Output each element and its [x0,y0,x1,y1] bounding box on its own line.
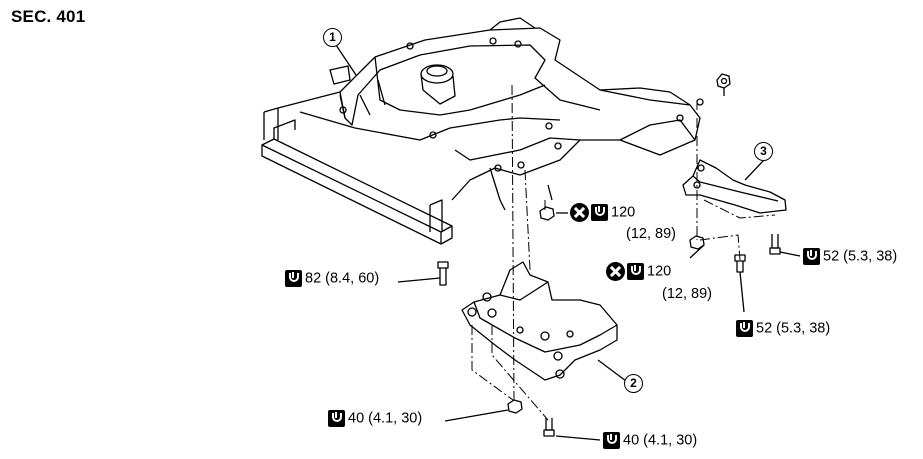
leader-callout-1 [335,44,357,76]
torque-value-120-right: 120 [647,263,672,280]
torque-label-52-right: 52 (5.3, 38) [803,248,897,265]
bolt-40-lower [543,418,555,437]
torque-value-82: 82 (8.4, 60) [305,270,380,287]
nut-120-left [539,206,555,221]
leader-callout-3 [744,159,765,181]
torque-label-40-lower: 40 (4.1, 30) [603,432,697,449]
wrench-icon [736,320,753,337]
torque-value-52-right: 52 (5.3, 38) [823,248,898,265]
callout-3: 3 [754,142,773,161]
leader-40-lower [555,435,601,441]
leader-40-left [444,409,509,422]
section-title: SEC. 401 [11,7,86,26]
bolt-52-lower [734,254,746,313]
wrench-icon [285,270,302,287]
member-stay [461,261,618,381]
torque-label-40-left: 40 (4.1, 30) [328,410,422,427]
leader-82 [397,277,441,283]
bolt-52-right [769,234,801,257]
wrench-icon [627,263,644,280]
torque-value-120-left: 120 [611,204,636,221]
torque-sub-120-left: (12, 89) [626,226,676,242]
callout-2: 2 [624,374,643,393]
torque-value-52-lower: 52 (5.3, 38) [756,320,831,337]
torque-label-52-lower: 52 (5.3, 38) [736,320,830,337]
no-reuse-icon [570,203,589,222]
nut-40-left [507,399,523,414]
center-lines [471,84,776,421]
callout-1: 1 [323,28,342,47]
torque-label-82: 82 (8.4, 60) [285,270,379,287]
torque-value-40-left: 40 (4.1, 30) [348,410,423,427]
leader-callout-2 [597,359,627,382]
leader-120-right [689,244,705,259]
bolt-82 [437,261,449,286]
torque-label-120-right: 120 [606,262,671,281]
torque-label-120-left: 120 [570,203,635,222]
bracket-link [682,159,787,214]
no-reuse-icon [606,262,625,281]
torque-sub-120-right: (12, 89) [662,286,712,302]
wrench-icon [803,248,820,265]
wrench-icon [328,410,345,427]
wrench-icon [603,432,620,449]
nut-top-right [716,73,731,96]
torque-value-40-lower: 40 (4.1, 30) [623,432,698,449]
wrench-icon [591,204,608,221]
suspension-member [261,17,704,245]
